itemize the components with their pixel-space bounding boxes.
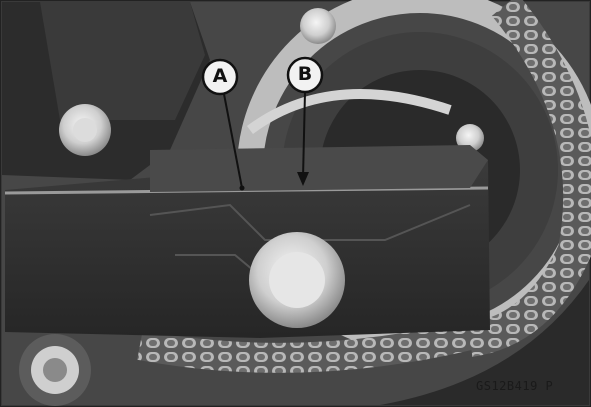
drive-chain-right: [467, 0, 591, 357]
hub-light-arc: [247, 89, 452, 135]
callout-a-label: A: [212, 65, 228, 87]
upper-bolt: [300, 8, 336, 44]
tire-shadow: [380, 280, 589, 405]
adjuster-groove: [149, 203, 471, 241]
right-bolt: [456, 124, 484, 152]
callout-b-label: B: [297, 63, 313, 85]
callout-b-leader: [302, 91, 306, 179]
chain-adjuster-plate: [5, 150, 490, 338]
swingarm-highlight: [40, 2, 205, 120]
adjuster-top-face: [150, 145, 488, 192]
figure-code: GS12B419 P: [476, 379, 554, 393]
callout-a-leader: [223, 93, 243, 189]
drive-chain-bottom: [137, 320, 474, 373]
callout-a-circle: [201, 58, 239, 96]
callout-b-arrowhead: [297, 172, 309, 186]
callout-a-dot: [239, 185, 245, 191]
